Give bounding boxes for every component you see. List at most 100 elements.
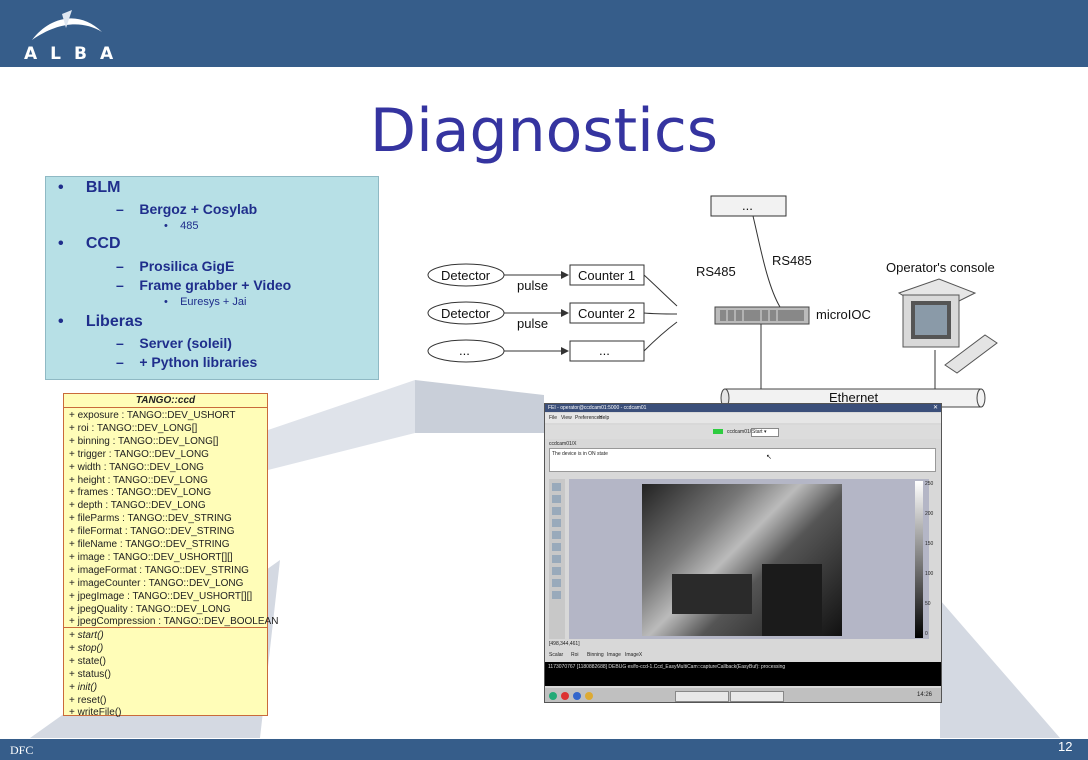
ethernet-label: Ethernet <box>829 390 879 405</box>
bullet-label: BLM <box>85 179 121 196</box>
uml-attribute: + height : TANGO::DEV_LONG <box>69 474 208 486</box>
page-title: Diagnostics <box>369 96 719 166</box>
app-menubar: File View Preferences Help <box>545 413 941 423</box>
uml-method: + stop() <box>69 642 104 654</box>
taskbar-window-button[interactable] <box>675 691 729 702</box>
tool-palette <box>549 479 565 639</box>
taskbar-app-icon[interactable] <box>549 692 557 700</box>
app-tab[interactable]: ImageX <box>625 652 643 658</box>
sub-bullet-label: Bergoz + Cosylab <box>139 201 258 217</box>
uml-attribute: + fileParms : TANGO::DEV_STRING <box>69 513 232 525</box>
network-diagram: Detector Detector ... pulse pulse Counte… <box>415 185 1005 420</box>
counter-label: Counter 2 <box>578 306 636 321</box>
uml-attribute: + imageCounter : TANGO::DEV_LONG <box>69 577 244 589</box>
app-tab[interactable]: Roi <box>571 652 579 658</box>
uml-attribute: + roi : TANGO::DEV_LONG[] <box>69 422 198 434</box>
sub-bullet: – Frame grabber + Video <box>116 277 292 293</box>
sub-bullet: – Server (soleil) <box>116 335 232 351</box>
sub-sub-bullet: • 485 <box>164 220 199 232</box>
top-box-label: ... <box>742 198 753 213</box>
status-panel: The device is in ON state ↖ <box>549 448 936 472</box>
menu-help[interactable]: Help <box>599 415 610 421</box>
status-text: The device is in ON state <box>552 451 608 457</box>
uml-class-name: TANGO::ccd <box>135 395 196 406</box>
diagram-lines <box>427 195 998 408</box>
sub-bullet: – + Python libraries <box>116 354 258 370</box>
taskbar-window-button[interactable] <box>730 691 784 702</box>
sub-sub-bullet: • Euresys + Jai <box>164 296 247 308</box>
menu-file[interactable]: File <box>549 415 558 421</box>
state-dropdown[interactable]: Start ▾ <box>751 428 779 437</box>
uml-attribute: + depth : TANGO::DEV_LONG <box>69 500 206 512</box>
uml-attribute: + jpegCompression : TANGO::DEV_BOOLEAN <box>69 616 279 628</box>
taskbar: 14:26 <box>545 688 941 702</box>
state-dropdown-value: Start <box>752 429 763 435</box>
rs485-label: RS485 <box>772 253 812 268</box>
camera-image-object <box>762 564 822 636</box>
uml-attribute: + exposure : TANGO::DEV_USHORT <box>69 410 236 421</box>
tool-icon[interactable] <box>552 531 561 539</box>
uml-attribute: + jpegQuality : TANGO::DEV_LONG <box>69 603 231 615</box>
logo-text: ALBA <box>24 44 127 64</box>
colorbar-label: 150 <box>925 541 934 547</box>
camera-image-object <box>672 574 752 614</box>
bullet-liberas: • Liberas <box>58 313 143 330</box>
pulse-label: pulse <box>517 316 549 331</box>
pulse-label: pulse <box>517 278 549 293</box>
tool-icon[interactable] <box>552 543 561 551</box>
detector-label: Detector <box>441 306 491 321</box>
console-label: Operator's console <box>886 260 995 275</box>
taskbar-app-icon[interactable] <box>561 692 569 700</box>
tool-icon[interactable] <box>552 495 561 503</box>
device-label: ccdcam01/X <box>549 441 577 447</box>
colorbar-label: 100 <box>925 571 934 577</box>
app-tab[interactable]: Image <box>607 652 621 658</box>
tool-icon[interactable] <box>552 507 561 515</box>
app-screenshot: FEI - operator@ccdcam01:5000 - ccdcam01 … <box>544 403 942 703</box>
image-viewport[interactable] <box>569 479 929 639</box>
state-led-icon <box>713 429 723 434</box>
taskbar-clock: 14:26 <box>917 692 933 698</box>
sub-bullet-label: + Python libraries <box>139 354 258 370</box>
app-window-title: FEI - operator@ccdcam01:5000 - ccdcam01 <box>548 405 647 411</box>
bullet-ccd: • CCD <box>58 235 121 252</box>
tool-icon[interactable] <box>552 579 561 587</box>
bullet-blm: • BLM <box>58 179 121 196</box>
coords-readout: [498,344,461] <box>549 641 580 647</box>
close-icon[interactable]: ✕ <box>932 405 938 411</box>
uml-attribute: + frames : TANGO::DEV_LONG <box>69 487 212 499</box>
cursor-icon: ↖ <box>766 454 772 461</box>
tool-icon[interactable] <box>552 483 561 491</box>
tool-icon[interactable] <box>552 591 561 599</box>
menu-view[interactable]: View <box>561 415 572 421</box>
uml-attribute: + image : TANGO::DEV_USHORT[][] <box>69 551 233 563</box>
uml-attribute: + width : TANGO::DEV_LONG <box>69 461 204 473</box>
sub-bullet-label: Frame grabber + Video <box>139 277 292 293</box>
app-tab[interactable]: Scalar <box>549 652 564 658</box>
tool-icon[interactable] <box>552 567 561 575</box>
uml-class-diagram: TANGO::ccd + exposure : TANGO::DEV_USHOR… <box>63 393 278 718</box>
app-tab[interactable]: Binning <box>587 652 604 658</box>
tool-icon[interactable] <box>552 555 561 563</box>
logo-swoosh-icon <box>32 10 102 40</box>
taskbar-app-icon[interactable] <box>585 692 593 700</box>
counter-label: ... <box>599 343 610 358</box>
uml-attribute: + fileName : TANGO::DEV_STRING <box>69 539 230 550</box>
taskbar-app-icon[interactable] <box>573 692 581 700</box>
microioc-label: microIOC <box>816 307 871 322</box>
uml-method: + state() <box>69 655 106 667</box>
camera-image <box>642 484 842 636</box>
uml-separator <box>64 407 267 408</box>
sub-bullet: – Prosilica GigE <box>116 258 235 274</box>
alba-logo: ALBA <box>10 6 130 64</box>
menu-preferences[interactable]: Preferences <box>575 415 602 421</box>
tool-icon[interactable] <box>552 519 561 527</box>
device-name: ccdcam01/X <box>727 429 755 435</box>
bullet-label: Liberas <box>85 313 143 330</box>
colorbar-label: 50 <box>925 601 931 607</box>
detector-label: ... <box>459 343 470 358</box>
sub-bullet-label: Server (soleil) <box>139 335 232 351</box>
colorbar-label: 250 <box>925 481 934 487</box>
console-line: 1173070767 [1180882688] DEBUG es/fo-ccd-… <box>548 664 786 670</box>
